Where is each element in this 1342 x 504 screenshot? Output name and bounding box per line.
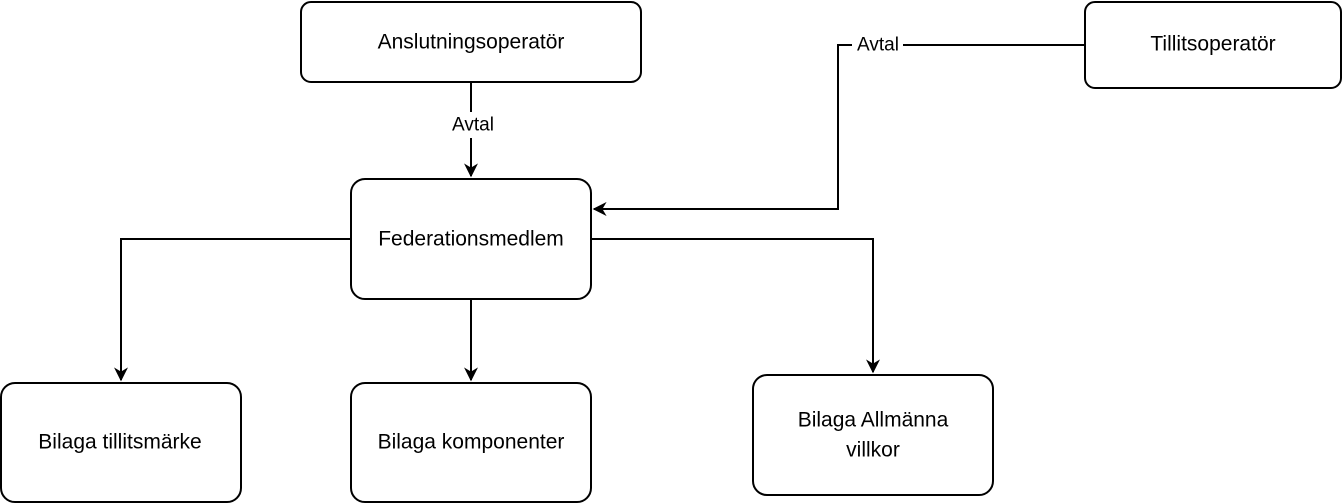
connector-line: [592, 44, 1085, 216]
edge-tillits-to-federation: Avtal: [592, 33, 1085, 216]
edge-label-avtal: Avtal: [452, 115, 494, 136]
node-label-line-1: Bilaga Allmänna: [798, 409, 949, 432]
edge-label-avtal: Avtal: [857, 35, 899, 56]
edge-federation-to-villkor: [591, 238, 880, 374]
connector-line: [114, 238, 351, 382]
node-label: Anslutningsoperatör: [378, 31, 565, 54]
connector-line: [591, 238, 880, 374]
node-label: Bilaga tillitsmärke: [38, 431, 201, 454]
node-label: Federationsmedlem: [378, 228, 564, 251]
node-bilaga-tillitsmarke[interactable]: Bilaga tillitsmärke: [0, 382, 242, 503]
node-bilaga-komponenter[interactable]: Bilaga komponenter: [350, 382, 592, 503]
edge-anslutning-to-federation: Avtal: [446, 82, 498, 178]
node-tillitsoperator[interactable]: Tillitsoperatör: [1084, 1, 1342, 89]
edge-federation-to-tillitsmarke: [114, 238, 351, 382]
node-bilaga-allmanna-villkor[interactable]: Bilaga Allmänna villkor: [752, 374, 994, 496]
node-anslutningsoperator[interactable]: Anslutningsoperatör: [300, 1, 642, 83]
node-label-line-2: villkor: [846, 439, 900, 462]
node-label: Tillitsoperatör: [1150, 33, 1275, 56]
node-federationsmedlem[interactable]: Federationsmedlem: [350, 178, 592, 300]
node-label: Bilaga komponenter: [378, 431, 565, 454]
